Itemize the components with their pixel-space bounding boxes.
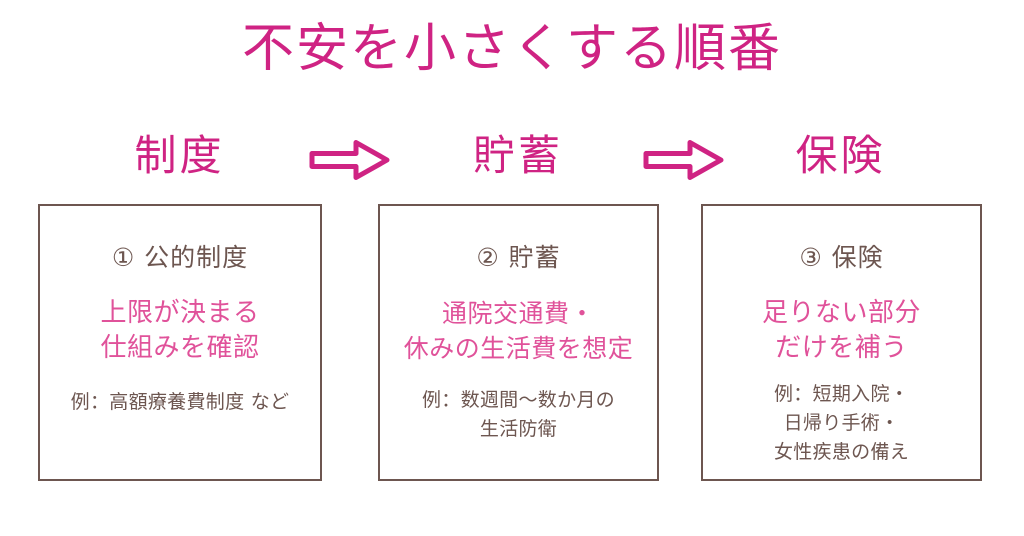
- page-title: 不安を小さくする順番: [241, 19, 782, 79]
- step-card-1-content: ① 公的制度 上限が決まる 仕組みを確認 例：高額療養費制度 など: [40, 206, 320, 417]
- step-header-row: 制度 貯蓄 保険: [0, 126, 1024, 188]
- step-card-2-note-line: 例：数週間〜数か月の: [421, 389, 615, 411]
- arrow-right-icon-1: [308, 138, 392, 182]
- step-card-3-main-line: 足りない部分: [761, 298, 921, 328]
- step-card-1-main-line: 上限が決まる: [100, 298, 260, 328]
- step-label-chochiku: 貯蓄: [472, 131, 563, 180]
- step-card-1-note-line: 例：高額療養費制度 など: [70, 391, 290, 413]
- step-card-3-note-line: 例：短期入院・: [773, 383, 910, 405]
- step-card-3-main: 足りない部分 だけを補う: [709, 296, 974, 366]
- arrow-right-icon-2: [642, 138, 726, 182]
- arrow-right-glyph: [309, 140, 390, 180]
- step-card-2-main-line: 休みの生活費を想定: [403, 334, 634, 363]
- step-card-1: ① 公的制度 上限が決まる 仕組みを確認 例：高額療養費制度 など: [38, 204, 322, 481]
- step-card-2-heading: ② 貯蓄: [476, 243, 561, 272]
- step-card-2-content: ② 貯蓄 通院交通費・ 休みの生活費を想定 例：数週間〜数か月の 生活防衛: [380, 206, 657, 444]
- step-card-3: ③ 保険 足りない部分 だけを補う 例：短期入院・ 日帰り手術・ 女性疾患の備え: [701, 204, 982, 481]
- arrow-right-glyph: [643, 140, 724, 180]
- step-card-3-note-line: 日帰り手術・: [783, 412, 900, 434]
- step-card-2-main-line: 通院交通費・: [441, 299, 595, 328]
- step-card-3-heading: ③ 保険: [799, 243, 884, 272]
- step-label-seido: 制度: [134, 131, 225, 180]
- step-card-3-note-line: 女性疾患の備え: [773, 441, 910, 463]
- step-card-2: ② 貯蓄 通院交通費・ 休みの生活費を想定 例：数週間〜数か月の 生活防衛: [378, 204, 659, 481]
- step-card-2-note: 例：数週間〜数か月の 生活防衛: [386, 386, 651, 444]
- step-label-hoken: 保険: [795, 131, 886, 180]
- step-card-1-heading: ① 公的制度: [111, 243, 249, 272]
- step-card-1-note: 例：高額療養費制度 など: [46, 388, 314, 417]
- step-card-3-content: ③ 保険 足りない部分 だけを補う 例：短期入院・ 日帰り手術・ 女性疾患の備え: [703, 206, 980, 467]
- step-card-2-note-line: 生活防衛: [479, 418, 558, 440]
- step-card-3-main-line: だけを補う: [775, 333, 908, 363]
- step-card-1-main-line: 仕組みを確認: [100, 333, 260, 363]
- step-card-3-note: 例：短期入院・ 日帰り手術・ 女性疾患の備え: [709, 380, 974, 467]
- step-card-1-main: 上限が決まる 仕組みを確認: [46, 296, 314, 366]
- step-card-2-main: 通院交通費・ 休みの生活費を想定: [386, 296, 651, 366]
